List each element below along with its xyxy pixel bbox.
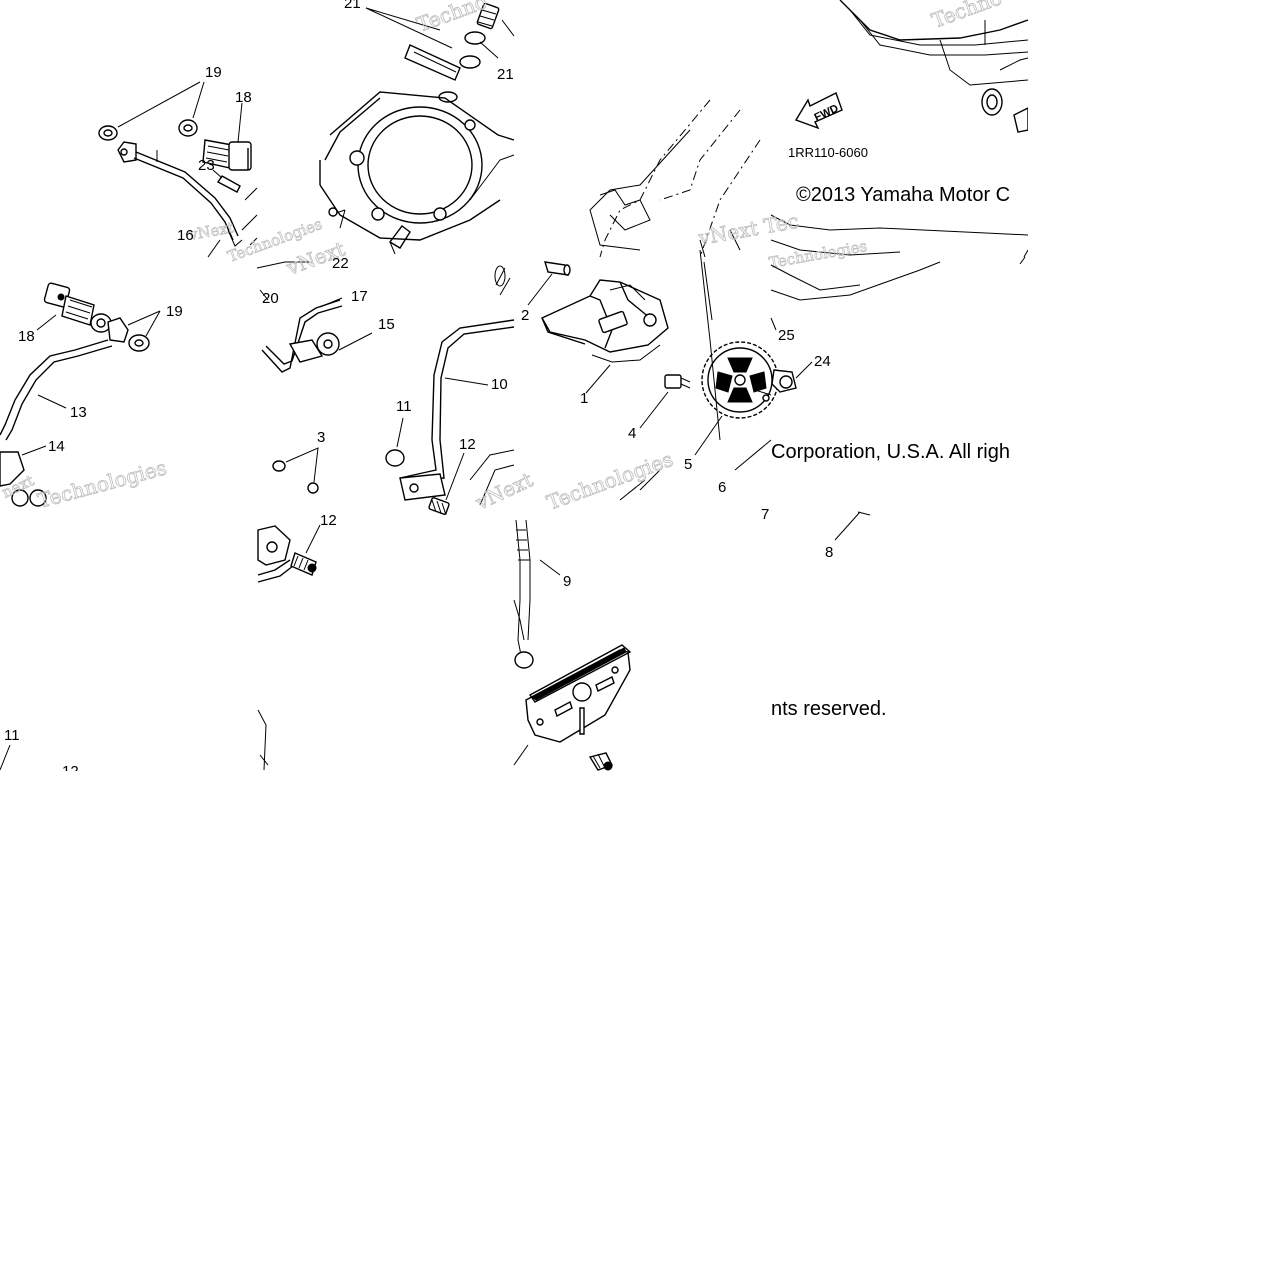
callout-21: 21 <box>497 66 514 83</box>
tile-crankcase: FWD 1RR110-6060 ©2013 Yamaha Motor C <box>770 0 1029 258</box>
callout-12: 12 <box>459 436 476 453</box>
callout-8: 8 <box>825 544 833 561</box>
copyright-line-1: ©2013 Yamaha Motor C <box>796 184 1010 206</box>
copyright-line-2: Corporation, U.S.A. All righ <box>771 441 1010 463</box>
callout-24: 24 <box>814 353 831 370</box>
cover-plate-part <box>525 644 632 743</box>
callout-3: 3 <box>317 429 325 446</box>
watermark: vNext Tec <box>696 209 801 250</box>
callout-11: 11 <box>396 398 412 415</box>
watermark: Technologies <box>768 237 869 272</box>
callout-17: 17 <box>351 288 368 305</box>
callout-23: 23 <box>198 157 215 174</box>
callout-1: 1 <box>580 390 588 407</box>
copyright-line-3: nts reserved. <box>771 698 887 720</box>
watermark: Technologies <box>35 455 169 512</box>
callout-11: 11 <box>4 727 20 744</box>
watermark: Techno <box>929 0 1005 33</box>
watermark: vNext <box>187 218 235 244</box>
callout-25: 25 <box>778 327 795 344</box>
bolt-part <box>588 752 613 771</box>
union-bolt-part <box>202 139 252 171</box>
bolt-part <box>290 552 317 576</box>
callout-2: 2 <box>521 307 529 324</box>
callout-19: 19 <box>205 64 222 81</box>
tile-top-right-engine <box>589 99 761 258</box>
callout-20: 20 <box>262 290 279 307</box>
oil-pump-part <box>541 279 669 363</box>
bolt-part <box>664 374 691 389</box>
callout-labels: 19 18 23 16 21 21 22 20 17 15 18 19 13 1… <box>4 0 833 780</box>
tile-lower-right <box>513 519 632 771</box>
fwd-arrow-icon: FWD <box>794 92 843 130</box>
sprocket-part <box>701 341 779 419</box>
drawing-code: 1RR110-6060 <box>788 145 868 160</box>
callout-16: 16 <box>177 227 194 244</box>
tile-lower-center <box>257 524 321 771</box>
callout-6: 6 <box>718 479 726 496</box>
callout-15: 15 <box>378 316 395 333</box>
callout-9: 9 <box>563 573 571 590</box>
callout-12: 12 <box>320 512 337 529</box>
callout-21: 21 <box>344 0 361 12</box>
callout-18: 18 <box>235 89 252 106</box>
bolt-part <box>428 497 450 516</box>
callout-19: 19 <box>166 303 183 320</box>
callout-5: 5 <box>684 456 692 473</box>
tile-lower-far-right: nts reserved. <box>771 511 887 720</box>
tile-mid-left: next Technologies <box>0 282 170 513</box>
callout-13: 13 <box>70 404 87 421</box>
callout-4: 4 <box>628 425 636 442</box>
callout-22: 22 <box>332 255 349 272</box>
tile-mid-right: Corporation, U.S.A. All righ <box>770 256 1026 463</box>
tile-top-left <box>98 81 258 258</box>
union-bolt-part <box>43 282 95 326</box>
cylinder-part <box>319 91 515 255</box>
callout-10: 10 <box>491 376 508 393</box>
callout-7: 7 <box>761 506 769 523</box>
tile-lower-left <box>0 744 11 771</box>
watermark: vNext <box>471 467 536 515</box>
callout-18: 18 <box>18 328 35 345</box>
callout-14: 14 <box>48 438 65 455</box>
watermark: Technologies <box>544 447 677 515</box>
tile-top-center <box>319 2 515 255</box>
